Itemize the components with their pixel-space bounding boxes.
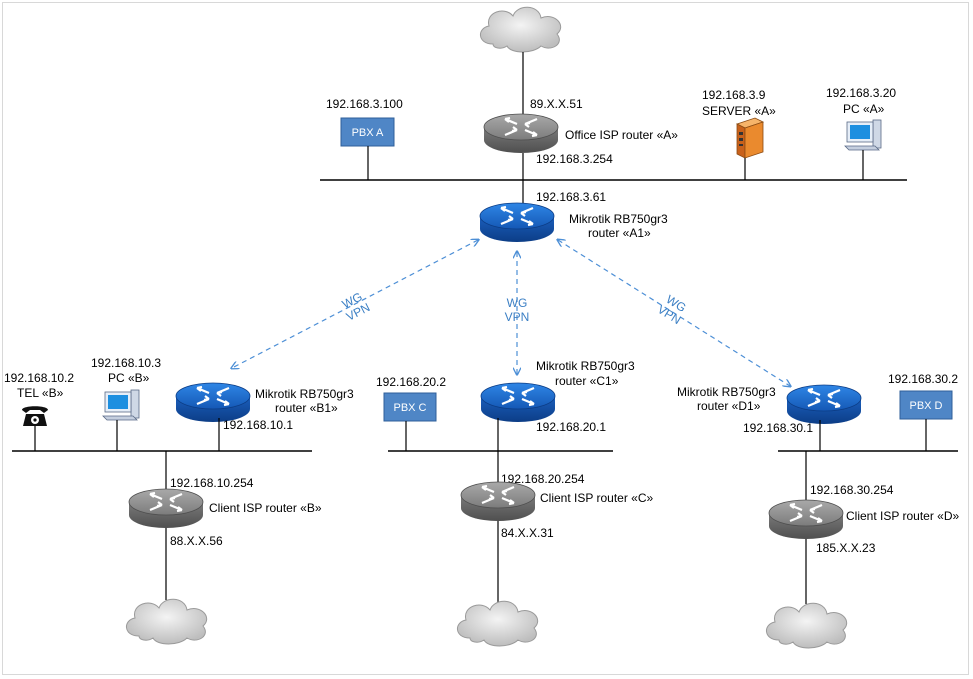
- d-isp-lan-ip: 192.168.30.254: [810, 483, 894, 497]
- pbx-a-box: [340, 117, 395, 147]
- c1-label-line2: router «C1»: [555, 374, 619, 388]
- pbx-c-ip: 192.168.20.2: [376, 375, 446, 389]
- pbx-d-box: [899, 390, 953, 420]
- b1-label-line1: Mikrotik RB750gr3: [255, 387, 354, 401]
- pc-a-label: PC «A»: [843, 102, 885, 116]
- site-b: 192.168.10.2 TEL «B» 192.168.10.3 PC «B»…: [4, 356, 354, 645]
- c-isp-label: Client ISP router «C»: [540, 491, 653, 505]
- pbx-d-label: PBX D: [909, 400, 942, 412]
- vpn-c-label-line1: WG: [507, 296, 528, 310]
- tel-b-ip: 192.168.10.2: [4, 371, 74, 385]
- vpn-c-label-line2: VPN: [505, 310, 530, 324]
- pc-b-label: PC «B»: [108, 371, 150, 385]
- d-isp-label: Client ISP router «D»: [846, 509, 959, 523]
- cloud-icon: [456, 600, 539, 647]
- router-icon: [174, 381, 252, 424]
- cloud-icon: [479, 6, 562, 53]
- site-c: 192.168.20.2 PBX C Mikrotik RB750gr3 rou…: [376, 359, 653, 647]
- office-isp-lan-ip: 192.168.3.254: [536, 152, 613, 166]
- telephone-icon: [22, 406, 48, 426]
- site-d: Mikrotik RB750gr3 router «D1» 192.168.30…: [677, 372, 959, 649]
- vpn-links: WG VPN WG VPN WG VPN: [232, 240, 790, 386]
- vpn-link-b: [232, 240, 478, 368]
- d1-label-line2: router «D1»: [697, 399, 761, 413]
- router-icon: [767, 498, 845, 541]
- router-icon: [478, 201, 556, 244]
- c1-label-line1: Mikrotik RB750gr3: [536, 359, 635, 373]
- d1-label-line1: Mikrotik RB750gr3: [677, 385, 776, 399]
- pbx-a-ip: 192.168.3.100: [326, 97, 403, 111]
- a1-label-line2: router «A1»: [588, 226, 651, 240]
- tel-b-label: TEL «B»: [17, 386, 64, 400]
- server-a-ip: 192.168.3.9: [702, 88, 766, 102]
- pc-b-ip: 192.168.10.3: [91, 356, 161, 370]
- server-a-label: SERVER «A»: [702, 104, 776, 118]
- cloud-icon: [765, 602, 848, 649]
- pbx-c-label: PBX C: [393, 402, 426, 414]
- b-isp-wan-ip: 88.X.X.56: [170, 534, 223, 548]
- router-icon: [459, 480, 537, 523]
- router-icon: [785, 383, 863, 426]
- computer-icon: [102, 389, 140, 421]
- pbx-d-ip: 192.168.30.2: [888, 372, 958, 386]
- server-icon: [735, 117, 765, 159]
- a1-ip: 192.168.3.61: [536, 190, 606, 204]
- router-icon: [482, 112, 560, 155]
- d-isp-wan-ip: 185.X.X.23: [816, 541, 876, 555]
- c-isp-wan-ip: 84.X.X.31: [501, 526, 554, 540]
- router-icon: [479, 381, 557, 424]
- b1-label-line2: router «B1»: [275, 401, 338, 415]
- a1-label-line1: Mikrotik RB750gr3: [569, 212, 668, 226]
- router-icon: [127, 487, 205, 530]
- b-isp-label: Client ISP router «B»: [209, 501, 322, 515]
- office-site: 89.X.X.51 Office ISP router «A» 192.168.…: [320, 6, 907, 244]
- pbx-c-box: [383, 392, 437, 422]
- office-isp-router-label: Office ISP router «A»: [565, 128, 678, 142]
- vpn-link-d: [558, 240, 790, 386]
- c1-ip: 192.168.20.1: [536, 420, 606, 434]
- b-isp-lan-ip: 192.168.10.254: [170, 476, 254, 490]
- b1-ip: 192.168.10.1: [223, 418, 293, 432]
- c-isp-lan-ip: 192.168.20.254: [501, 472, 585, 486]
- pc-a-ip: 192.168.3.20: [826, 86, 896, 100]
- office-isp-wan-ip: 89.X.X.51: [530, 97, 583, 111]
- cloud-icon: [125, 598, 208, 645]
- computer-icon: [844, 119, 882, 151]
- d1-ip: 192.168.30.1: [743, 421, 813, 435]
- pbx-a-label: PBX A: [352, 127, 384, 139]
